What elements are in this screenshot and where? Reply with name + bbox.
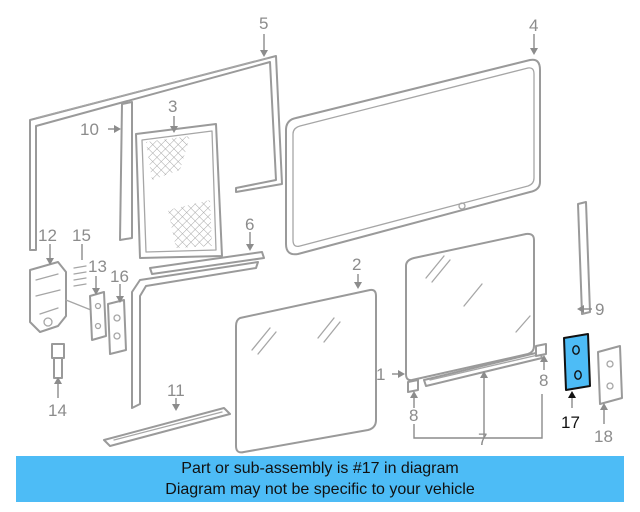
part-7-glass-track[interactable] xyxy=(423,351,543,387)
part-18-striker-block[interactable] xyxy=(597,345,623,405)
callout-8-right[interactable]: 8 xyxy=(539,371,548,390)
callout-3[interactable]: 3 xyxy=(168,97,177,116)
banner-line-disclaimer: Diagram may not be specific to your vehi… xyxy=(165,481,475,498)
part-14-bolt[interactable] xyxy=(51,343,65,379)
part-12-latch-housing[interactable] xyxy=(29,261,97,333)
callout-15[interactable]: 15 xyxy=(72,226,91,245)
callout-1[interactable]: 1 xyxy=(376,365,385,384)
callout-8-left[interactable]: 8 xyxy=(409,406,418,425)
callout-4[interactable]: 4 xyxy=(529,16,538,35)
callout-12[interactable]: 12 xyxy=(38,226,57,245)
part-11-sill-strip[interactable] xyxy=(103,407,231,447)
part-9-run-channel[interactable] xyxy=(577,201,591,315)
callout-7[interactable]: 7 xyxy=(478,430,487,449)
callout-11[interactable]: 11 xyxy=(167,381,185,400)
banner-line-part-number: Part or sub-assembly is #17 in diagram xyxy=(181,460,459,477)
exploded-parts-diagram: 5 4 3 10 6 2 1 9 11 8 8 7 12 15 13 16 14… xyxy=(29,14,623,454)
callout-2[interactable]: 2 xyxy=(352,255,361,274)
part-8-clip-left[interactable] xyxy=(407,379,419,393)
part-6-glass-channel[interactable] xyxy=(149,251,265,275)
callout-16[interactable]: 16 xyxy=(110,267,129,286)
part-5-window-seal[interactable] xyxy=(29,55,283,251)
part-6-channel-frame[interactable] xyxy=(131,261,259,409)
callout-17[interactable]: 17 xyxy=(561,413,580,432)
part-15-spring[interactable] xyxy=(73,265,87,287)
part-4-rear-window-glass[interactable] xyxy=(285,58,541,256)
callout-14[interactable]: 14 xyxy=(48,401,67,420)
part-17-latch-plate-highlighted[interactable] xyxy=(563,333,591,391)
part-8-clip-right[interactable] xyxy=(535,343,547,357)
part-13-bracket[interactable] xyxy=(89,291,107,341)
part-10-vertical-strip[interactable] xyxy=(119,101,133,241)
callout-5[interactable]: 5 xyxy=(259,14,268,33)
leader-lines xyxy=(46,34,608,439)
callout-10[interactable]: 10 xyxy=(80,120,99,139)
callout-13[interactable]: 13 xyxy=(88,257,107,276)
callout-18[interactable]: 18 xyxy=(594,427,613,446)
info-banner: Part or sub-assembly is #17 in diagram D… xyxy=(16,456,624,502)
part-16-plate[interactable] xyxy=(107,299,127,355)
callout-labels: 5 4 3 10 6 2 1 9 11 8 8 7 12 15 13 16 14… xyxy=(38,14,613,449)
callout-6[interactable]: 6 xyxy=(245,215,254,234)
part-3-screen-panel[interactable] xyxy=(135,123,223,259)
callout-9[interactable]: 9 xyxy=(595,300,604,319)
part-2-door-glass[interactable] xyxy=(235,288,377,454)
